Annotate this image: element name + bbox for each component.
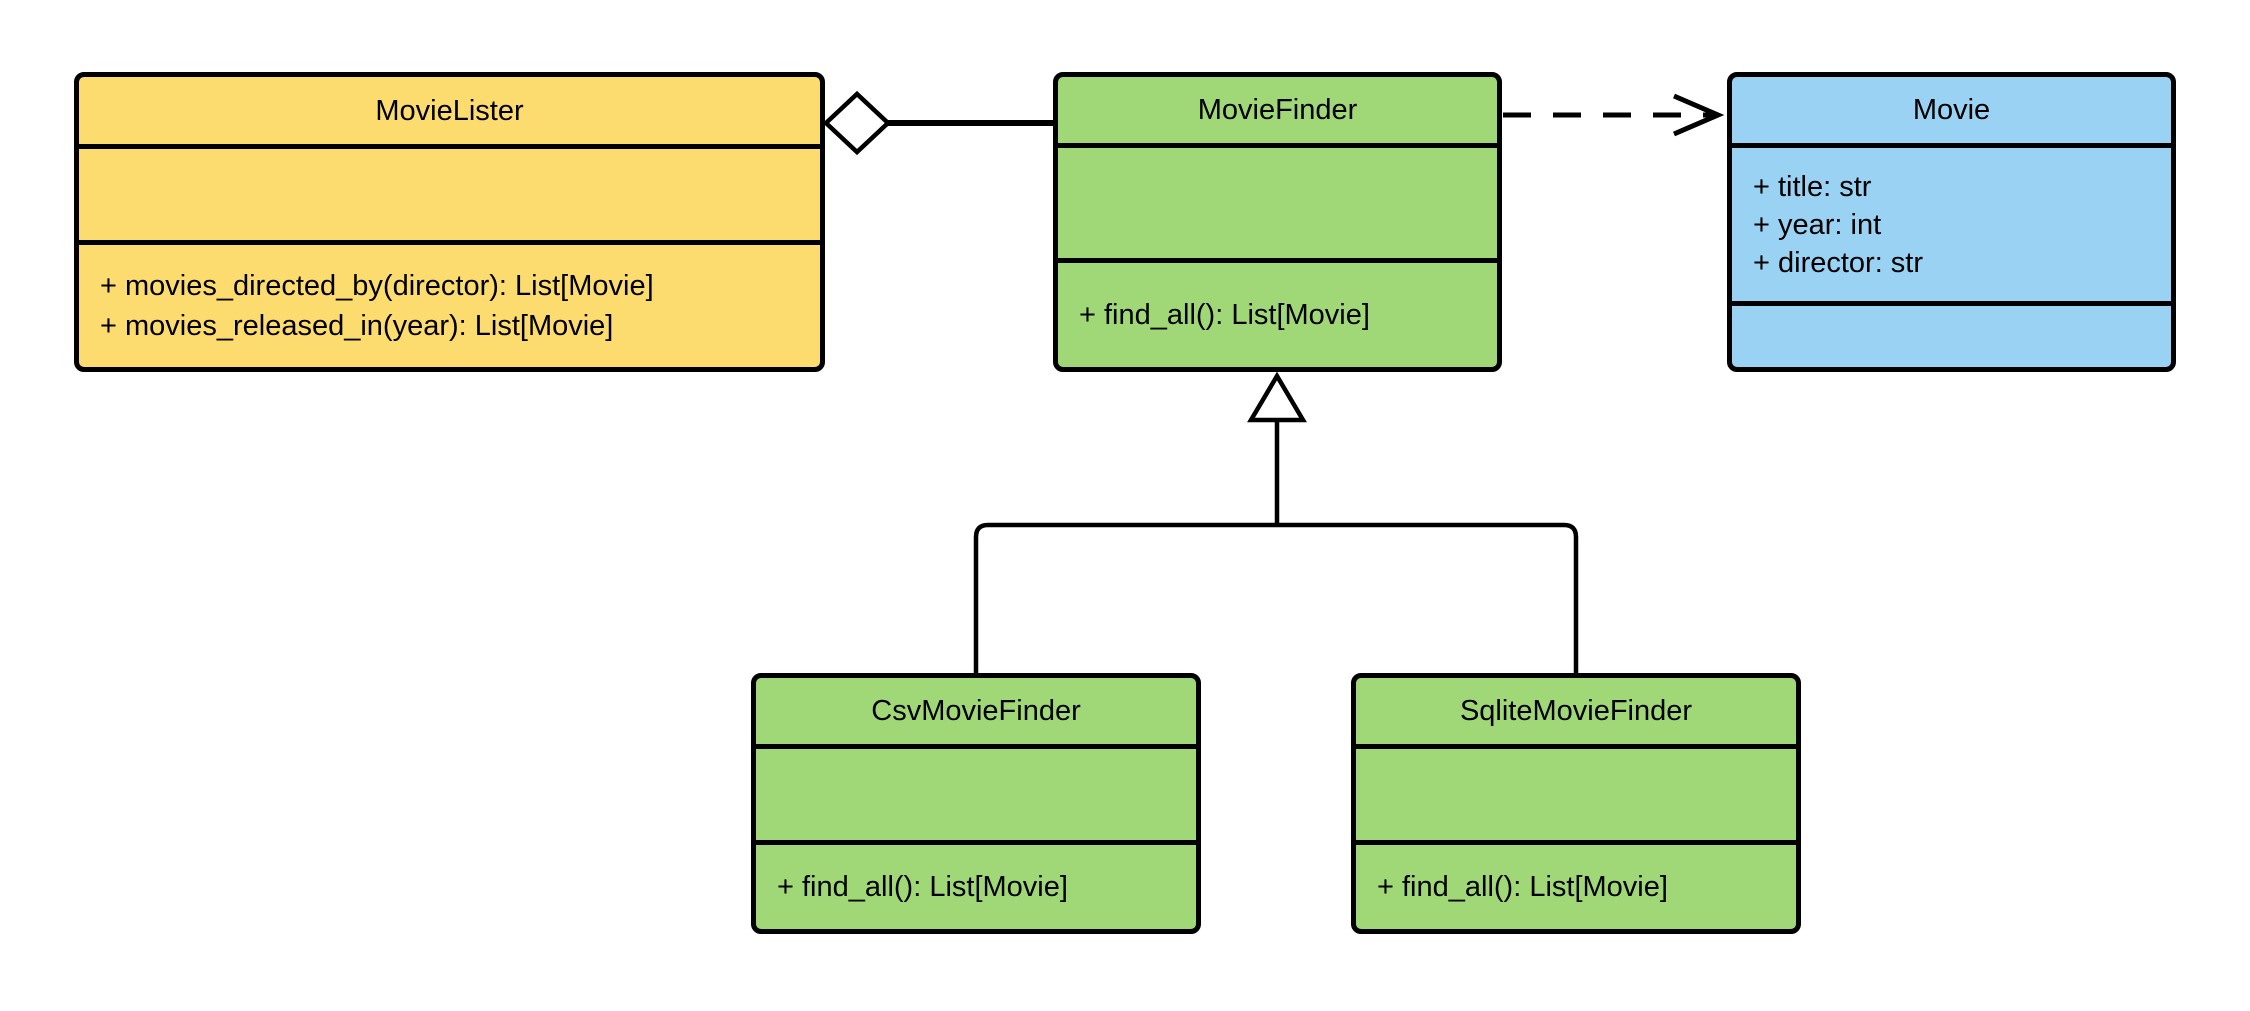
attribute-entry: + director: str [1753,246,1924,279]
method-entry: + movies_directed_by(director): List[Mov… [100,270,654,302]
class-title: Movie [1912,94,1991,126]
method-entry: + movies_released_in(year): List[Movie] [100,310,614,342]
method-entry: + find_all(): List[Movie] [1079,299,1370,331]
aggregation-diamond-icon [822,90,892,156]
class-csvmoviefinder: CsvMovieFinder + find_all(): List[Movie] [751,673,1201,934]
class-title: MovieFinder [1197,94,1358,126]
class-moviefinder: MovieFinder + find_all(): List[Movie] [1053,72,1502,372]
class-methods-compartment: + find_all(): List[Movie] [1058,258,1497,367]
class-attributes-compartment [79,144,820,240]
class-attributes-compartment [1058,143,1497,258]
class-attributes-compartment [756,744,1196,840]
class-title: MovieLister [375,94,524,127]
class-methods-compartment: + find_all(): List[Movie] [1356,840,1796,929]
dependency-connector [1503,93,1725,137]
class-movie: Movie + title: str + year: int + directo… [1727,72,2176,372]
attribute-entry: + title: str [1753,170,1872,203]
class-methods-compartment: + find_all(): List[Movie] [756,840,1196,929]
class-attributes-compartment: + title: str + year: int + director: str [1732,143,2171,301]
class-title: CsvMovieFinder [871,695,1081,727]
method-entry: + find_all(): List[Movie] [1377,871,1668,903]
class-methods-compartment [1732,301,2171,367]
attribute-entry: + year: int [1753,208,1882,241]
class-sqlitemoviefinder: SqliteMovieFinder + find_all(): List[Mov… [1351,673,1801,934]
dependency-arrowhead-icon [1673,93,1725,137]
inheritance-branch-line [973,522,1579,673]
aggregation-connector [822,90,1055,156]
class-movielister: MovieLister + movies_directed_by(directo… [74,72,825,372]
inheritance-triangle-icon [1247,371,1307,423]
class-title: SqliteMovieFinder [1459,695,1693,727]
class-methods-compartment: + movies_directed_by(director): List[Mov… [79,240,820,367]
method-entry: + find_all(): List[Movie] [777,871,1068,903]
inheritance-connector [973,371,1579,673]
class-attributes-compartment [1356,744,1796,840]
